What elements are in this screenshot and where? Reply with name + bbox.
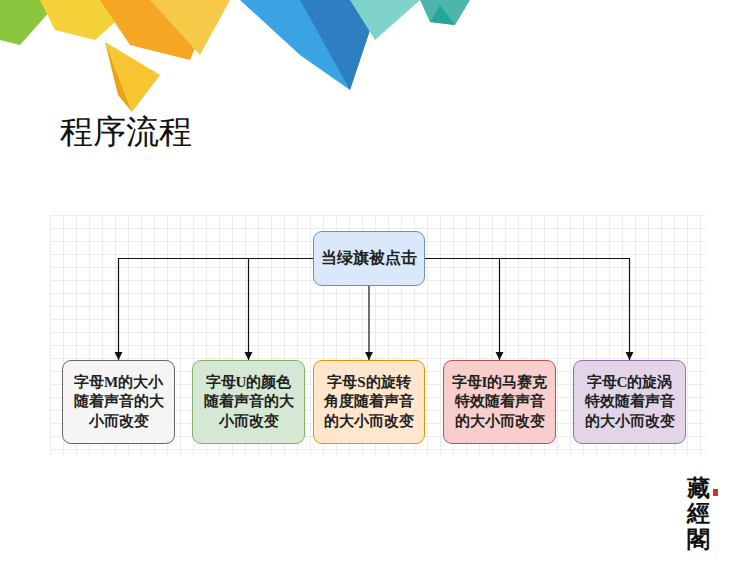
action-box: 字母I的马赛克特效随着声音的大小而改变 xyxy=(443,360,556,444)
connector xyxy=(249,259,314,361)
box-text: 字母C的旋涡特效随着声音的大小而改变 xyxy=(581,373,678,432)
connector xyxy=(119,259,314,361)
box-text: 字母I的马赛克特效随着声音的大小而改变 xyxy=(451,373,548,432)
box-text: 字母U的颜色随着声音的大小而改变 xyxy=(200,373,297,432)
connector xyxy=(425,259,630,361)
seal-dot xyxy=(713,489,718,496)
logo-watermark: 藏經閣 xyxy=(687,476,710,552)
action-box: 字母S的旋转角度随着声音的大小而改变 xyxy=(313,360,425,444)
action-box: 字母U的颜色随着声音的大小而改变 xyxy=(192,360,305,444)
action-box: 字母C的旋涡特效随着声音的大小而改变 xyxy=(573,360,686,444)
decor-polygons xyxy=(0,0,750,130)
slide-title: 程序流程 xyxy=(60,110,192,155)
connector xyxy=(368,286,369,360)
start-box: 当绿旗被点击 xyxy=(313,231,425,286)
connector xyxy=(425,259,500,361)
box-text: 当绿旗被点击 xyxy=(321,248,417,269)
action-box: 字母M的大小随着声音的大小而改变 xyxy=(62,360,175,444)
box-text: 字母M的大小随着声音的大小而改变 xyxy=(70,373,167,432)
box-text: 字母S的旋转角度随着声音的大小而改变 xyxy=(321,373,417,432)
